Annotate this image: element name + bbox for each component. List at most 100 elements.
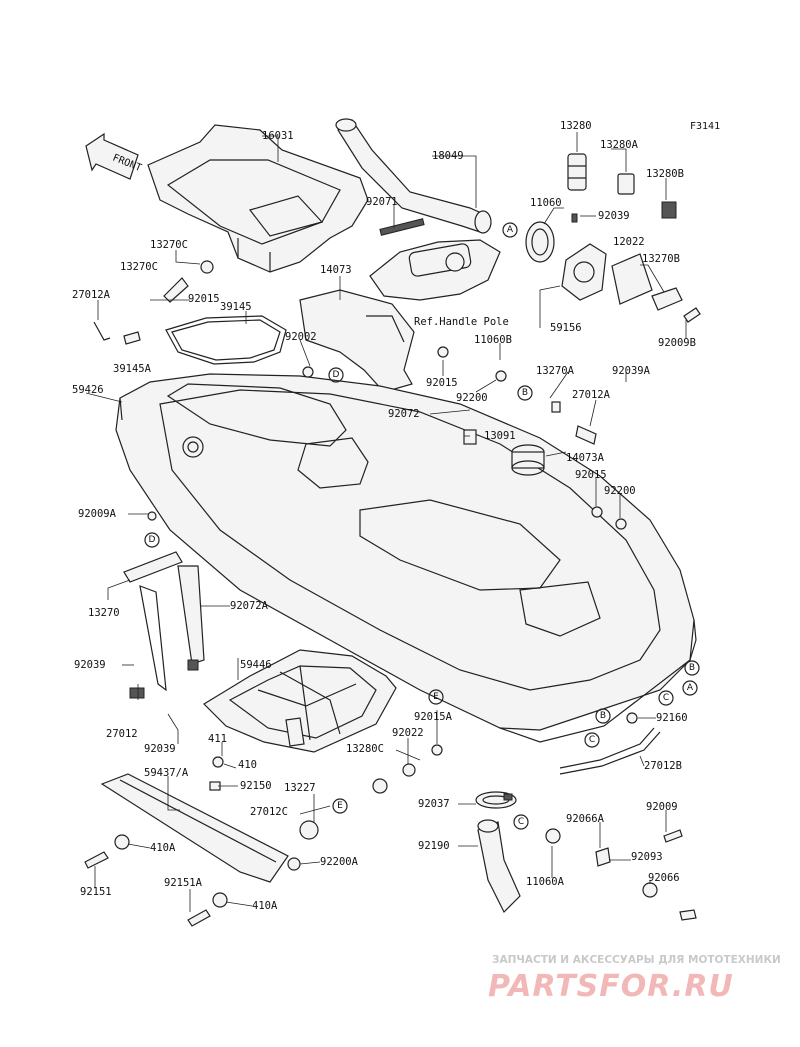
part-label: 92039 [598, 210, 630, 222]
bottom-rail-drawing [100, 773, 289, 883]
part-label: 13270 [88, 607, 120, 619]
svg-text:C: C [663, 693, 669, 703]
ref-note: Ref.Handle Pole [414, 316, 509, 328]
part-label: 59426 [72, 384, 104, 396]
watermark-logo: PARTSFOR.RU [488, 969, 734, 1004]
svg-text:A: A [687, 683, 694, 693]
hose-27012b-drawing [559, 727, 661, 775]
part-label: 92002 [285, 331, 317, 343]
part-label: 13280C [346, 743, 384, 755]
part-label: 59156 [550, 322, 582, 334]
part-label: 13280A [600, 139, 639, 151]
part-label: 11060A [526, 876, 565, 888]
clamp-drawing [475, 791, 517, 809]
part-label: 92015 [188, 293, 220, 305]
part-label: 92200 [604, 485, 636, 497]
part-label: 92160 [656, 712, 688, 724]
part-label: 92039 [74, 659, 106, 671]
part-label: 13227 [284, 782, 316, 794]
part-label: 92015 [426, 377, 458, 389]
svg-text:D: D [149, 535, 156, 545]
drawing-layer: FRONT [84, 118, 701, 927]
plug-parts-drawing [567, 153, 677, 219]
part-label: 16031 [262, 130, 294, 142]
part-label: 27012 [106, 728, 138, 740]
part-label: 13270A [536, 365, 575, 377]
bracket-cover-drawing [561, 243, 683, 311]
part-label: 92200 [456, 392, 488, 404]
part-label: 13270C [120, 261, 158, 273]
intake-pipe-drawing [335, 118, 492, 234]
svg-text:B: B [522, 388, 528, 398]
part-label: 13270B [642, 253, 680, 265]
callout-d: D [144, 532, 160, 548]
part-label: 410A [252, 900, 278, 912]
part-label: 92039 [144, 743, 176, 755]
part-label: 92151 [80, 886, 112, 898]
part-label: 27012A [572, 389, 611, 401]
seal-drawing [299, 289, 415, 393]
svg-text:A: A [507, 225, 514, 235]
part-label: 92150 [240, 780, 272, 792]
part-label: 12022 [613, 236, 645, 248]
callout-b: B [595, 708, 611, 724]
part-label: 39145 [220, 301, 252, 313]
storage-tray-drawing [147, 124, 369, 273]
part-label: 92066 [648, 872, 680, 884]
part-label: 27012B [644, 760, 682, 772]
part-label: 92015A [414, 711, 453, 723]
part-label: 411 [208, 733, 227, 745]
callout-a: A [682, 680, 698, 696]
svg-text:C: C [589, 735, 595, 745]
part-label: 39145A [113, 363, 152, 375]
svg-text:C: C [518, 817, 524, 827]
deck-hull-drawing [115, 373, 697, 743]
part-label: 14073 [320, 264, 352, 276]
gasket-11060-drawing [525, 221, 555, 263]
callout-b: B [517, 385, 533, 401]
part-label: 59437/A [144, 767, 189, 779]
part-label: 13280 [560, 120, 592, 132]
part-label: 14073A [566, 452, 605, 464]
callout-d: D [328, 367, 344, 383]
part-label: 59446 [240, 659, 272, 671]
figure-code: F3141 [690, 121, 720, 132]
drain-plug-drawing [511, 444, 545, 476]
part-label: 92200A [320, 856, 359, 868]
hose-drawing [477, 819, 521, 914]
part-label: 92072A [230, 600, 269, 612]
svg-text:B: B [600, 711, 606, 721]
part-label: 92037 [418, 798, 450, 810]
svg-text:E: E [433, 692, 439, 702]
part-label: 410 [238, 759, 257, 771]
part-label: 92190 [418, 840, 450, 852]
part-label: 13270C [150, 239, 188, 251]
part-label: 92071 [366, 196, 398, 208]
part-label: 92151A [164, 877, 203, 889]
gasket-ring-drawing [165, 315, 287, 365]
part-label: 27012C [250, 806, 288, 818]
callout-layer: A D B D B C A E B C E C [144, 222, 700, 830]
part-label: 13280B [646, 168, 684, 180]
callout-c: C [584, 732, 600, 748]
part-label: 18049 [432, 150, 464, 162]
leader-lines [85, 132, 687, 912]
hatch-frame-drawing [203, 649, 397, 753]
callout-e: E [428, 689, 444, 705]
part-label: 410A [150, 842, 176, 854]
part-label: 92009B [658, 337, 696, 349]
callout-e: E [332, 798, 348, 814]
handle-pole-base-drawing [369, 218, 501, 301]
part-label: 92009A [78, 508, 117, 520]
small-hardware-drawing [84, 213, 701, 927]
callout-a: A [502, 222, 518, 238]
callout-b: B [684, 660, 700, 676]
part-label: 27012A [72, 289, 111, 301]
part-label: 92039A [612, 365, 651, 377]
part-label: 13091 [484, 430, 516, 442]
part-label: 92022 [392, 727, 424, 739]
part-label: 11060 [530, 197, 562, 209]
strap-drawing [123, 551, 205, 699]
svg-text:E: E [337, 801, 343, 811]
